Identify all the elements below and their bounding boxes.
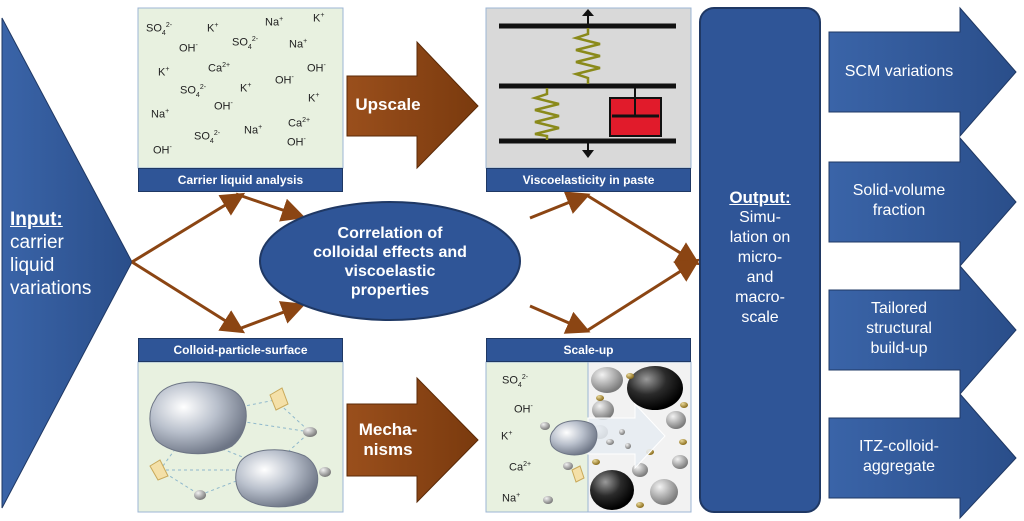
output-line: scale	[741, 309, 779, 326]
ion-label: Ca2+	[509, 461, 532, 474]
result-arrow-2	[828, 136, 1017, 268]
input-line: carrier	[10, 232, 64, 253]
ion-label: K+	[501, 430, 513, 443]
ion-label: OH-	[287, 136, 306, 149]
ion-label: K+	[308, 92, 320, 105]
correlation-label: Correlation of colloidal effects and vis…	[280, 224, 500, 300]
output-line: lation on	[729, 229, 791, 246]
colloid-caption: Colloid-particle-surface	[138, 338, 343, 362]
mechanisms-label: Mecha- nisms	[347, 420, 429, 460]
ion-label: Ca2+	[288, 117, 311, 130]
upscale-label: Upscale	[355, 95, 421, 114]
result-label-scm: SCM variations	[829, 62, 969, 82]
ion-label: SO42-	[146, 22, 173, 37]
spring-damper-model	[499, 9, 676, 158]
connector-arrows	[131, 191, 701, 334]
result-line: aggregate	[862, 458, 936, 475]
result-line: structural	[866, 320, 932, 337]
ion-label: Na+	[289, 38, 308, 51]
ion-label: Na+	[151, 108, 170, 121]
result-arrow-3	[828, 264, 1017, 396]
output-line: macro-	[735, 289, 785, 306]
scaleup-caption: Scale-up	[486, 338, 691, 362]
ion-label: Na+	[244, 124, 263, 137]
ion-label: SO42-	[502, 374, 529, 389]
ion-label: OH-	[214, 100, 233, 113]
result-label-solid-volume: Solid-volume fraction	[829, 181, 969, 221]
aggregate-particles	[540, 366, 688, 510]
result-line: ITZ-colloid-	[858, 438, 939, 455]
upscale-arrow	[346, 40, 479, 170]
result-line: Solid-volume	[852, 182, 946, 199]
colloid-particles	[149, 381, 331, 508]
correlation-line: Correlation of	[337, 225, 443, 242]
input-line: variations	[10, 278, 92, 299]
output-title: Output:	[729, 188, 791, 207]
result-line: Tailored	[870, 300, 928, 317]
visco-caption: Viscoelasticity in paste	[486, 168, 691, 192]
carrier-panel	[137, 7, 344, 169]
ion-label: K+	[158, 66, 170, 79]
ion-label: SO42-	[180, 84, 207, 99]
ion-label: K+	[240, 82, 252, 95]
mechanisms-line: nisms	[363, 440, 413, 459]
ion-label: SO42-	[232, 36, 259, 51]
result-line: SCM variations	[844, 63, 954, 80]
ion-label: Ca2+	[208, 62, 231, 75]
correlation-line: colloidal effects and	[313, 244, 467, 261]
mechanisms-arrow	[346, 376, 479, 504]
output-line: micro-	[737, 249, 783, 266]
ion-label: OH-	[153, 144, 172, 157]
output-label: Output: Simu- lation on micro- and macro…	[700, 188, 820, 328]
result-line: build-up	[870, 340, 928, 357]
ion-label: OH-	[179, 42, 198, 55]
correlation-line: properties	[350, 282, 430, 299]
mechanisms-line: Mecha-	[358, 420, 418, 439]
ion-label: OH-	[514, 403, 533, 416]
ion-label: K+	[313, 12, 325, 25]
ion-label: OH-	[275, 74, 294, 87]
carrier-caption: Carrier liquid analysis	[138, 168, 343, 192]
input-label: Input: carrier liquid variations	[10, 208, 122, 300]
output-line: Simu-	[739, 209, 781, 226]
ion-label: Na+	[265, 16, 284, 29]
correlation-line: viscoelastic	[344, 263, 436, 280]
ion-label: K+	[207, 22, 219, 35]
result-label-tailored: Tailored structural build-up	[829, 299, 969, 359]
correlation-ellipse	[259, 201, 521, 321]
input-title: Input:	[10, 209, 63, 230]
ion-label: Na+	[502, 492, 521, 505]
ion-label: OH-	[307, 62, 326, 75]
output-box	[699, 7, 821, 513]
output-line: and	[746, 269, 774, 286]
result-arrow-1	[828, 6, 1017, 138]
result-line: fraction	[872, 202, 926, 219]
result-arrow-4	[828, 392, 1017, 520]
ion-label: SO42-	[194, 130, 221, 145]
input-arrow	[1, 17, 133, 509]
input-line: liquid	[10, 255, 55, 276]
result-label-itz: ITZ-colloid- aggregate	[829, 437, 969, 477]
